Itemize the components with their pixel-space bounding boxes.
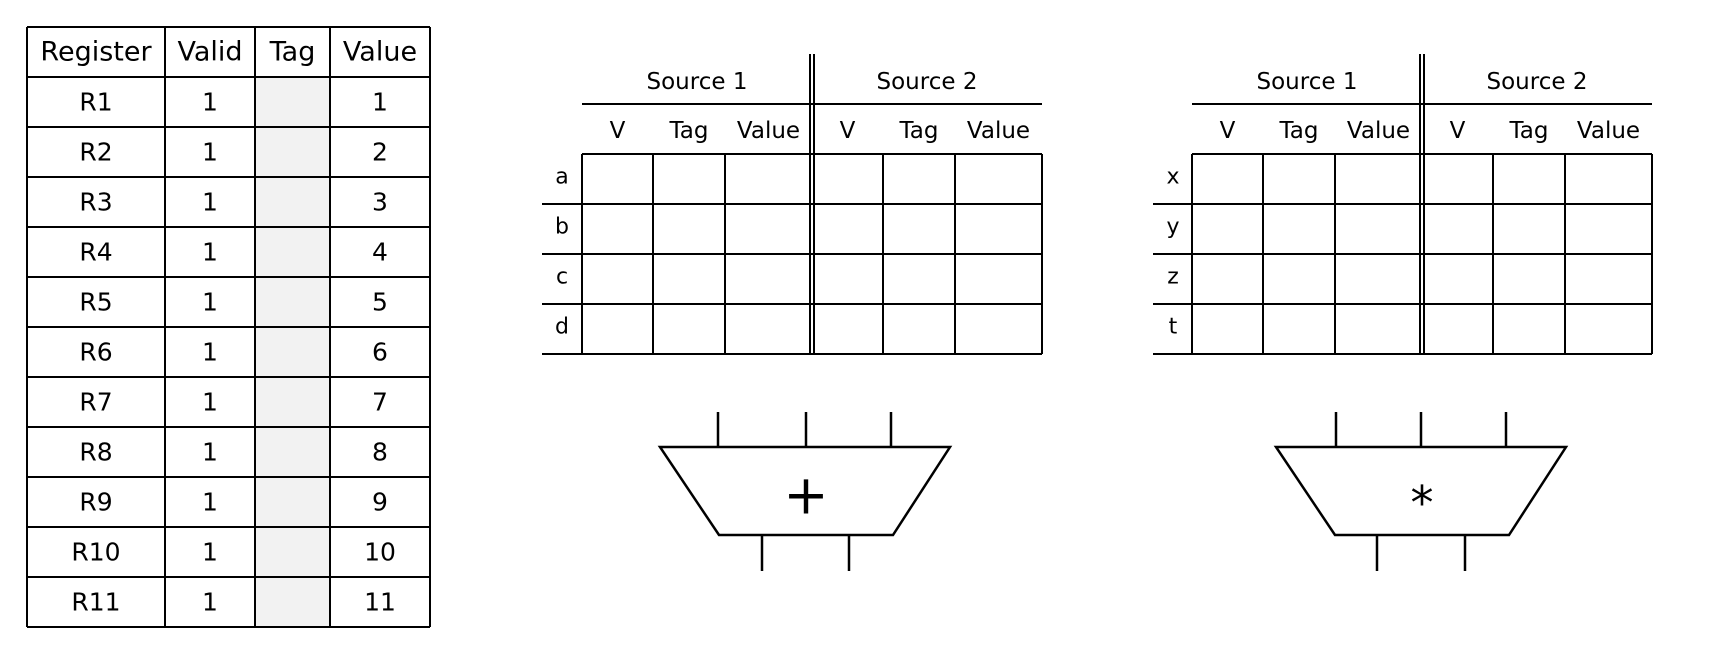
- source-2-header: Source 2: [1487, 69, 1588, 95]
- column-header-tag: Tag: [899, 118, 939, 144]
- register-valid-cell: 1: [202, 188, 218, 217]
- register-value-cell: 4: [372, 238, 388, 267]
- multiplier-functional-unit: *: [1273, 412, 1569, 571]
- register-register-cell: R11: [71, 588, 120, 617]
- column-header-v: V: [840, 118, 856, 144]
- row-label-b: b: [555, 215, 569, 240]
- row-label-x: x: [1166, 165, 1179, 190]
- register-header-value: Value: [343, 37, 417, 68]
- register-valid-cell: 1: [202, 588, 218, 617]
- source-2-header: Source 2: [877, 69, 978, 95]
- row-label-d: d: [555, 315, 569, 340]
- row-label-c: c: [556, 265, 568, 290]
- register-value-cell: 3: [372, 188, 388, 217]
- register-register-cell: R8: [79, 438, 112, 467]
- register-register-cell: R5: [79, 288, 112, 317]
- register-value-cell: 6: [372, 338, 388, 367]
- register-value-cell: 1: [372, 88, 388, 117]
- functional-unit-body: [657, 445, 953, 537]
- column-header-v: V: [1450, 118, 1466, 144]
- register-value-cell: 10: [364, 538, 396, 567]
- register-register-cell: R2: [79, 138, 112, 167]
- register-valid-cell: 1: [202, 338, 218, 367]
- functional-unit-body: [1273, 445, 1569, 537]
- register-register-cell: R3: [79, 188, 112, 217]
- register-valid-cell: 1: [202, 238, 218, 267]
- row-label-t: t: [1169, 315, 1178, 340]
- column-header-v: V: [1220, 118, 1236, 144]
- register-header-tag: Tag: [269, 37, 316, 68]
- adder-functional-unit: +: [657, 412, 953, 571]
- column-header-value: Value: [1347, 118, 1410, 144]
- register-valid-cell: 1: [202, 538, 218, 567]
- register-valid-cell: 1: [202, 88, 218, 117]
- source-1-header: Source 1: [647, 69, 748, 95]
- register-register-cell: R10: [71, 538, 120, 567]
- column-header-value: Value: [1577, 118, 1640, 144]
- operation-symbol: +: [783, 464, 828, 527]
- register-register-cell: R9: [79, 488, 112, 517]
- register-value-cell: 7: [372, 388, 388, 417]
- register-header-valid: Valid: [177, 37, 242, 68]
- column-header-tag: Tag: [1509, 118, 1549, 144]
- register-valid-cell: 1: [202, 388, 218, 417]
- column-header-value: Value: [737, 118, 800, 144]
- register-register-cell: R6: [79, 338, 112, 367]
- register-register-cell: R7: [79, 388, 112, 417]
- register-valid-cell: 1: [202, 488, 218, 517]
- operation-symbol: *: [1411, 476, 1434, 530]
- register-valid-cell: 1: [202, 438, 218, 467]
- tag-column-shading: [255, 77, 330, 627]
- column-header-value: Value: [967, 118, 1030, 144]
- row-label-a: a: [555, 165, 568, 190]
- register-value-cell: 5: [372, 288, 388, 317]
- source-1-header: Source 1: [1257, 69, 1358, 95]
- register-value-cell: 8: [372, 438, 388, 467]
- column-header-v: V: [610, 118, 626, 144]
- register-register-cell: R1: [79, 88, 112, 117]
- row-label-y: y: [1166, 215, 1179, 240]
- column-header-tag: Tag: [1279, 118, 1319, 144]
- register-valid-cell: 1: [202, 138, 218, 167]
- column-header-tag: Tag: [669, 118, 709, 144]
- register-value-cell: 2: [372, 138, 388, 167]
- register-value-cell: 9: [372, 488, 388, 517]
- register-header-register: Register: [40, 37, 152, 68]
- register-valid-cell: 1: [202, 288, 218, 317]
- row-label-z: z: [1167, 265, 1179, 290]
- register-value-cell: 11: [364, 588, 396, 617]
- register-register-cell: R4: [79, 238, 112, 267]
